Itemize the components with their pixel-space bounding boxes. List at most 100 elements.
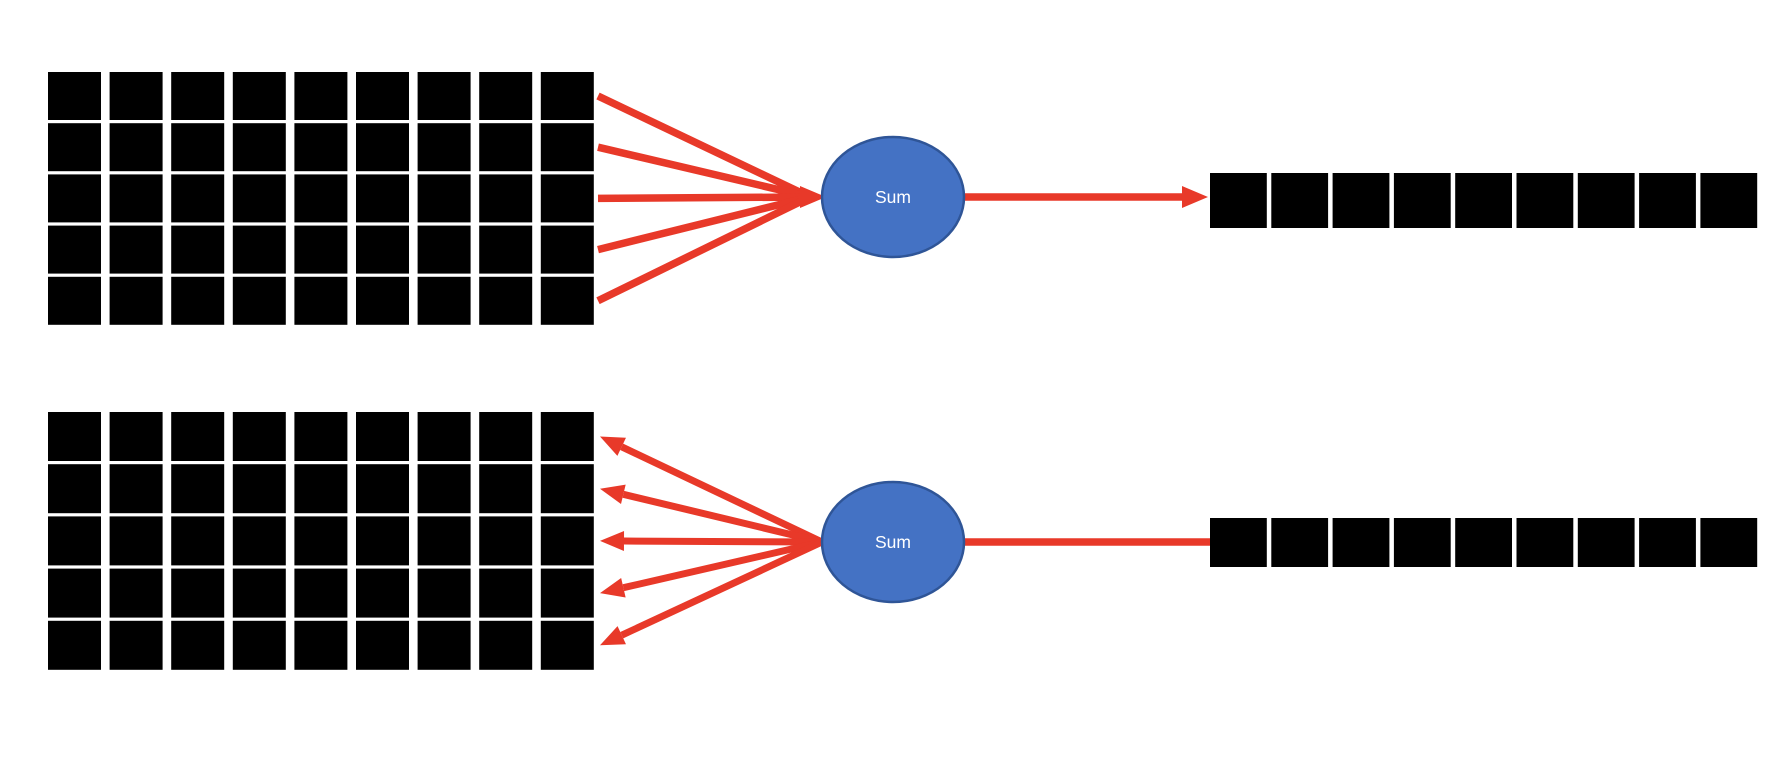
matrix-cell (109, 568, 163, 618)
matrix-cell (109, 123, 163, 172)
vector-cell (1639, 173, 1696, 228)
matrix-cell (48, 568, 101, 618)
matrix-cell (479, 276, 533, 325)
vector-cell (1516, 518, 1574, 567)
fan-arrowhead (600, 577, 626, 598)
top-input-matrix (48, 72, 594, 325)
matrix-cell (417, 516, 471, 566)
matrix-cell (356, 412, 409, 461)
matrix-cell (356, 276, 409, 325)
matrix-cell (540, 225, 594, 274)
fan-arrow-line (622, 538, 823, 592)
matrix-cell (232, 412, 286, 461)
matrix-cell (294, 620, 348, 670)
matrix-cell (171, 276, 225, 325)
matrix-cell (232, 72, 286, 120)
matrix-cell (356, 464, 409, 514)
vector-cell (1393, 518, 1451, 567)
matrix-cell (417, 412, 471, 461)
fan-arrow-line (622, 490, 823, 546)
fan-arrow-line (620, 538, 824, 639)
matrix-cell (417, 620, 471, 670)
matrix-cell (48, 620, 101, 670)
matrix-cell (294, 72, 348, 120)
fan-arrow-line (597, 193, 811, 203)
fan-arrow-line (596, 92, 812, 201)
matrix-cell (356, 620, 409, 670)
vector-cell (1332, 173, 1390, 228)
sum-node-ellipse (820, 480, 966, 604)
sum-node-ellipse (820, 135, 966, 259)
matrix-cell (540, 276, 594, 325)
vector-cell (1639, 518, 1696, 567)
fan-arrowhead (600, 436, 626, 456)
matrix-cell (171, 174, 225, 223)
matrix-cell (109, 225, 163, 274)
vector-cell (1577, 518, 1635, 567)
vector-cell (1210, 518, 1267, 567)
matrix-cell (479, 72, 533, 120)
matrix-cell (540, 123, 594, 172)
matrix-cell (479, 123, 533, 172)
sum-node-label: Sum (875, 532, 911, 552)
matrix-cell (540, 412, 594, 461)
matrix-cell (48, 174, 101, 223)
matrix-cell (109, 276, 163, 325)
fan-arrowhead (600, 484, 626, 505)
matrix-cell (294, 174, 348, 223)
matrix-cell (171, 568, 225, 618)
top-fan-arrows (596, 92, 826, 305)
vector-cell (1393, 173, 1451, 228)
matrix-cell (479, 225, 533, 274)
matrix-cell (356, 72, 409, 120)
matrix-cell (294, 464, 348, 514)
matrix-cell (479, 464, 533, 514)
matrix-cell (540, 174, 594, 223)
matrix-cell (109, 464, 163, 514)
bottom-fan-arrows (600, 436, 824, 646)
matrix-cell (232, 174, 286, 223)
vector-cell (1700, 518, 1758, 567)
matrix-cell (171, 123, 225, 172)
matrix-cell (356, 123, 409, 172)
matrix-cell (109, 620, 163, 670)
matrix-cell (232, 568, 286, 618)
matrix-cell (356, 225, 409, 274)
matrix-cell (232, 464, 286, 514)
matrix-cell (171, 464, 225, 514)
vector-cell (1210, 173, 1267, 228)
matrix-cell (479, 568, 533, 618)
matrix-cell (48, 276, 101, 325)
matrix-cell (540, 516, 594, 566)
matrix-cell (109, 412, 163, 461)
matrix-cell (417, 72, 471, 120)
matrix-cell (48, 412, 101, 461)
fan-arrowhead (600, 531, 625, 552)
fan-arrow-line (597, 193, 811, 254)
matrix-cell (48, 72, 101, 120)
matrix-cell (171, 225, 225, 274)
matrix-cell (540, 620, 594, 670)
matrix-cell (171, 620, 225, 670)
matrix-cell (232, 620, 286, 670)
fan-arrow-line (620, 443, 824, 546)
bottom-sum-node: Sum (820, 480, 966, 604)
matrix-cell (417, 276, 471, 325)
fan-arrow-line (597, 143, 811, 201)
vector-cell (1700, 173, 1758, 228)
matrix-cell (479, 516, 533, 566)
vector-cell (1516, 173, 1574, 228)
matrix-cell (417, 464, 471, 514)
matrix-cell (48, 464, 101, 514)
top-output-vector (1210, 173, 1758, 228)
connector-arrowhead (1182, 186, 1208, 208)
matrix-cell (479, 620, 533, 670)
matrix-cell (232, 516, 286, 566)
vector-cell (1332, 518, 1390, 567)
fan-arrowhead (600, 626, 626, 646)
matrix-cell (232, 276, 286, 325)
matrix-cell (356, 568, 409, 618)
fan-converge-arrowhead (800, 186, 826, 208)
matrix-cell (48, 123, 101, 172)
